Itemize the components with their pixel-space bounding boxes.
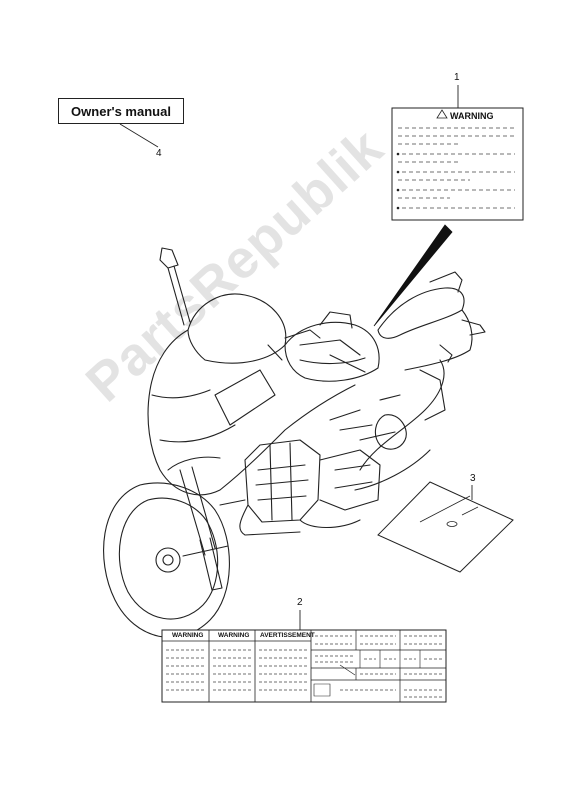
leader-line-4 xyxy=(119,123,159,148)
rear-wheel xyxy=(354,359,446,491)
warning-label-2 xyxy=(161,629,447,703)
front-fork xyxy=(179,466,229,591)
label-2-warning-title-b: WARNING xyxy=(218,632,250,639)
callout-4: 4 xyxy=(156,148,162,159)
fuel-tank xyxy=(284,311,380,382)
warning-label-1 xyxy=(391,107,524,221)
callout-1: 1 xyxy=(454,72,460,83)
label-1-pointer xyxy=(373,224,453,327)
label-1-warning-title: WARNING xyxy=(450,111,494,121)
frame-details xyxy=(219,394,401,506)
engine xyxy=(244,439,381,523)
callout-2: 2 xyxy=(297,597,303,608)
exhaust xyxy=(239,504,361,536)
label-3 xyxy=(377,481,514,573)
seat-tail xyxy=(377,271,486,371)
callout-3: 3 xyxy=(470,473,476,484)
label-2-warning-title-a: WARNING xyxy=(172,632,204,639)
handlebar xyxy=(267,329,366,373)
owners-manual-label: Owner's manual xyxy=(58,98,184,124)
front-wheel xyxy=(103,482,230,638)
front-fairing xyxy=(147,247,356,496)
label-2-warning-title-c: AVERTISSEMENT xyxy=(260,632,315,639)
